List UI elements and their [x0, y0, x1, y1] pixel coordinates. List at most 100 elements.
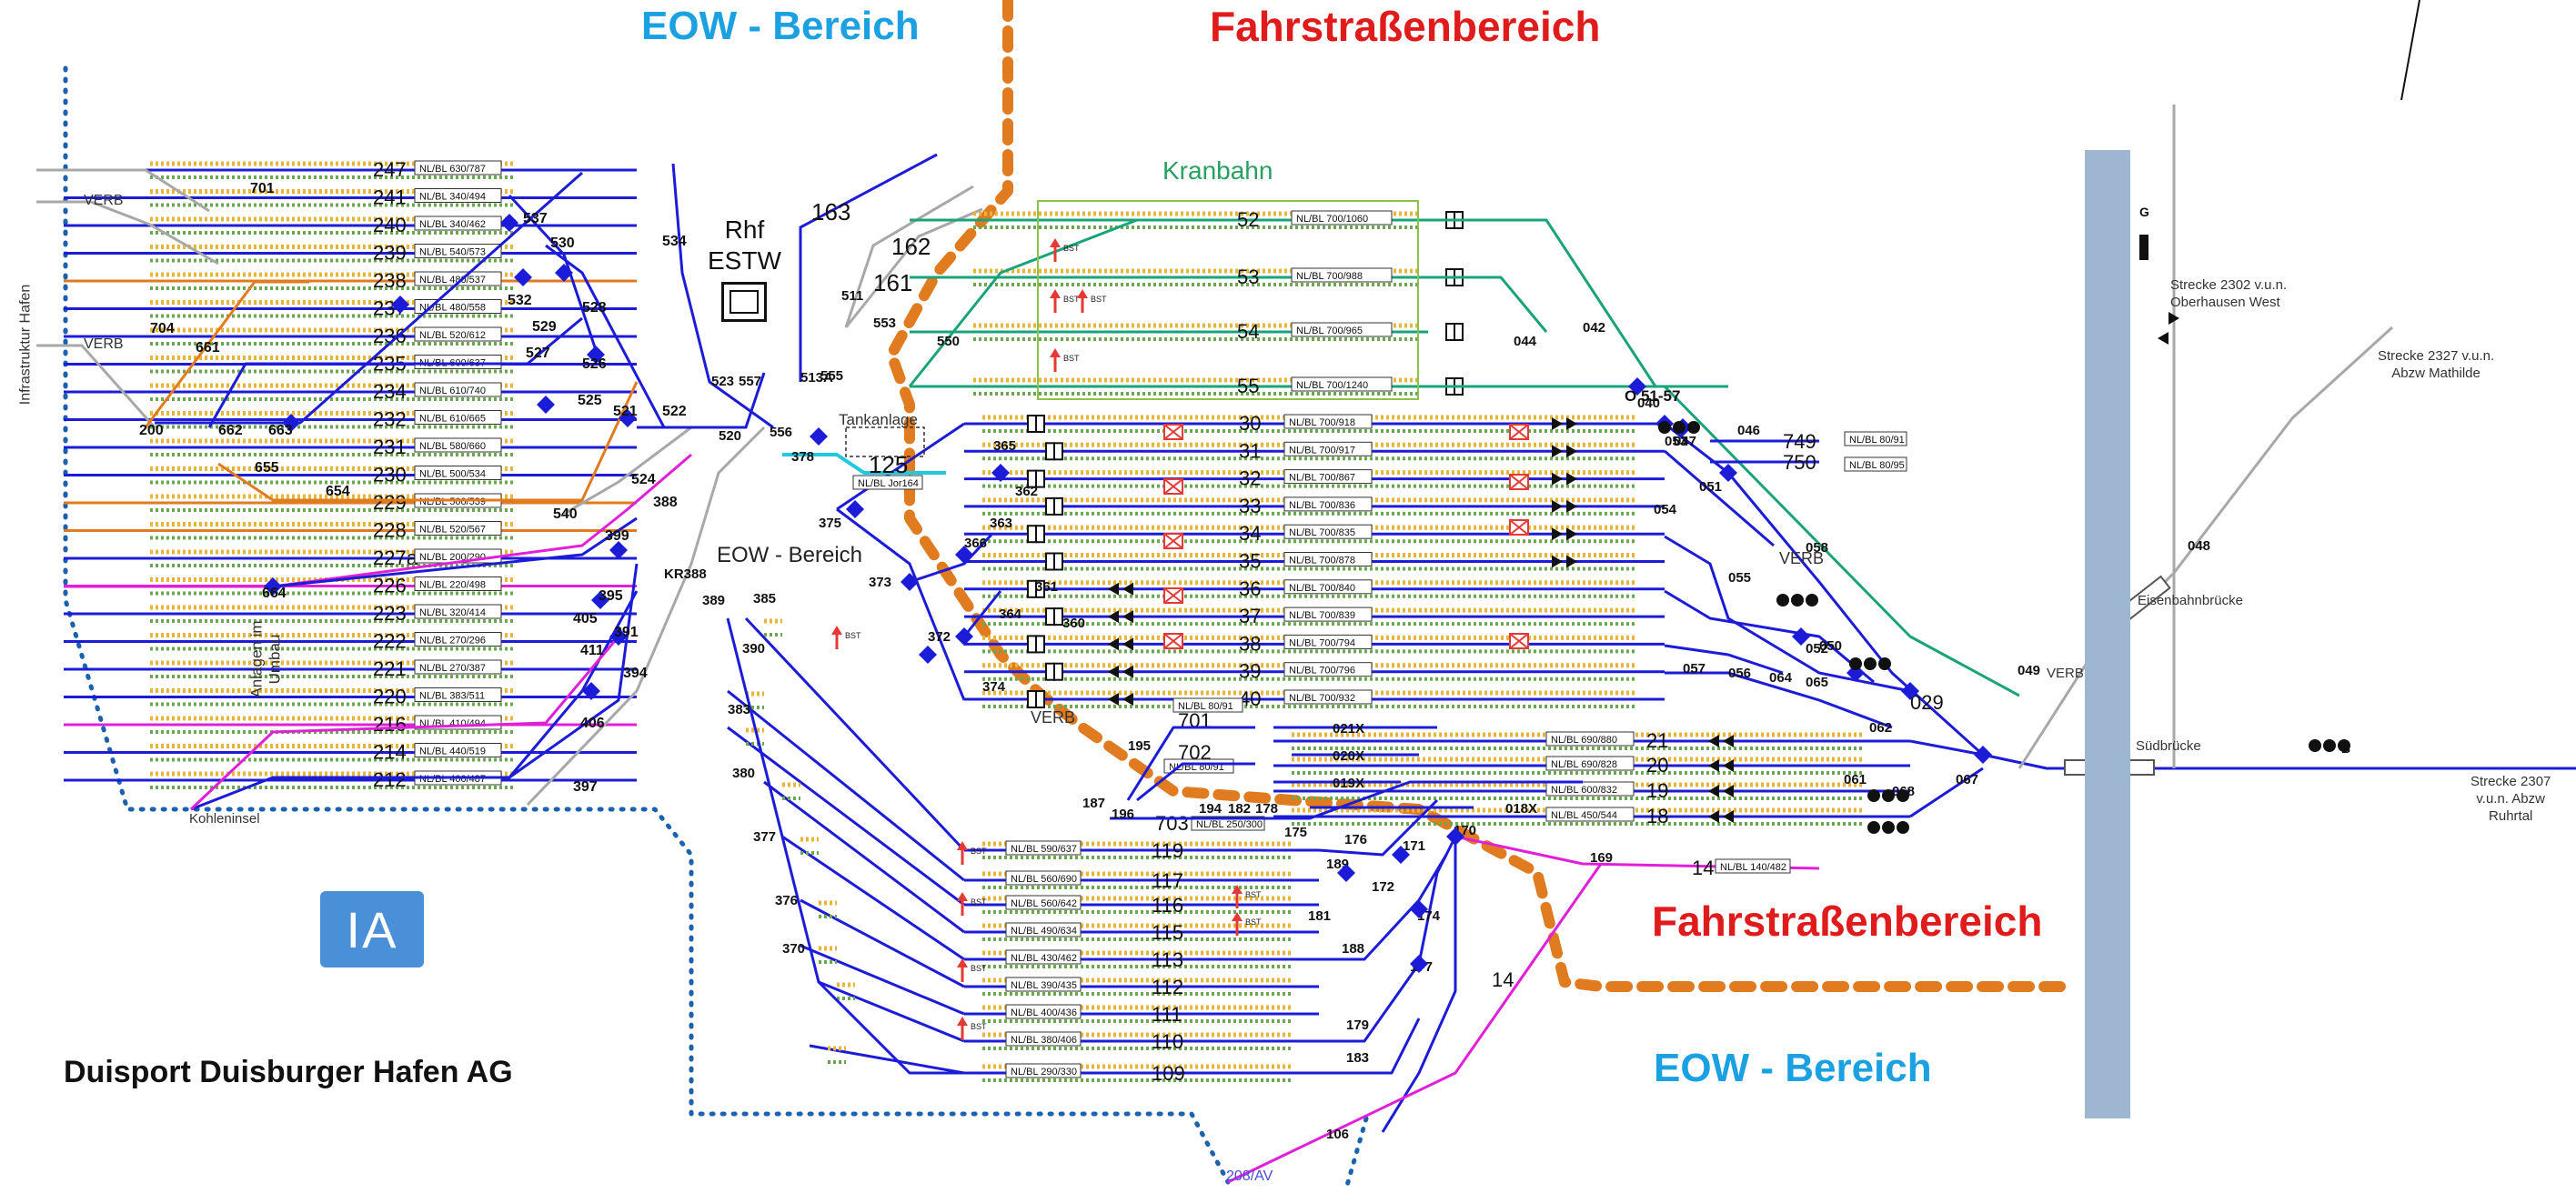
strecke-2302-label: Strecke 2302 v.u.n. Oberhausen West — [2170, 276, 2287, 311]
track-number-227a: 227a — [373, 546, 418, 569]
left-nl-238-box — [414, 271, 502, 286]
switch-number-704: 704 — [150, 321, 175, 336]
strecke-2307-line2: v.u.n. Abzw — [2476, 791, 2545, 807]
center-arrow-b-40 — [1122, 693, 1133, 706]
boundary-eow-blue — [63, 65, 1231, 1185]
bst-arrow-head-2 — [1077, 289, 1088, 298]
left-nl-228-box — [414, 521, 502, 536]
lower-fan-in-0 — [744, 617, 966, 852]
center-nl-31: NL/BL 700/917 — [1289, 445, 1355, 456]
bst-label-10: BST — [971, 1022, 987, 1031]
center-switch-12 — [1392, 846, 1410, 864]
center-switch-5 — [1792, 627, 1810, 646]
center-arrow-36 — [1108, 582, 1119, 596]
track-number-33: 33 — [1239, 495, 1261, 517]
left-nl-227a: NL/BL 200/290 — [419, 552, 486, 563]
track-701 — [1126, 726, 1255, 801]
right-arrow-b-21 — [1723, 735, 1734, 747]
track-number-39: 39 — [1239, 660, 1261, 683]
center-arrow-b-36 — [1122, 582, 1133, 596]
track-702 — [1136, 762, 1255, 802]
switch-number-169: 169 — [1590, 850, 1613, 866]
strecke-2307-line3: Ruhrtal — [2489, 808, 2533, 824]
center-signal-33-b — [1053, 496, 1063, 516]
center-signal-40-b — [1035, 690, 1045, 708]
switch-number-057: 057 — [1683, 661, 1706, 677]
center-arrow-37 — [1108, 610, 1119, 624]
center-switch-4 — [1719, 464, 1737, 482]
left-nl-221: NL/BL 270/387 — [419, 663, 486, 674]
right-merge — [1909, 767, 1984, 818]
left-nl-214-box — [414, 743, 502, 757]
center-nl-30-box — [1283, 414, 1373, 429]
track-number-241: 241 — [373, 186, 407, 209]
lower-right-d — [1319, 1018, 1421, 1075]
switch-number-385: 385 — [753, 591, 776, 607]
track-number-117: 117 — [1152, 869, 1183, 892]
company-name: Duisport Duisburger Hafen AG — [64, 1055, 513, 1089]
kran-nl-53: NL/BL 700/988 — [1296, 271, 1363, 282]
switch-number-019X: 019X — [1333, 776, 1364, 791]
track-number-36: 36 — [1239, 577, 1261, 600]
switch-number-046: 046 — [1737, 423, 1760, 438]
left-nl-223-box — [414, 604, 502, 619]
switch-number-062: 062 — [1869, 720, 1892, 736]
track-number-111: 111 — [1152, 1003, 1182, 1026]
header-fahrstrasse-top: Fahrstraßenbereich — [1210, 3, 1601, 50]
left-blue-ladder-d — [545, 244, 666, 428]
track-number-55: 55 — [1237, 375, 1259, 397]
track-number-115: 115 — [1152, 921, 1183, 944]
switch-number-200: 200 — [139, 423, 164, 438]
switch-number-055: 055 — [1728, 570, 1751, 586]
switch-number-363: 363 — [990, 516, 1012, 531]
switch-number-187: 187 — [1082, 796, 1105, 811]
switch-number-523: 523 — [711, 374, 734, 389]
lower-nl-115: NL/BL 490/634 — [1011, 926, 1077, 937]
switch-number-557: 557 — [739, 374, 761, 389]
bst-arrow-head-10 — [957, 1017, 968, 1026]
wagon-icon-2-0 — [1849, 657, 1862, 670]
track-number-216: 216 — [373, 713, 407, 736]
track-number-21: 21 — [1646, 729, 1668, 752]
switch-number-661: 661 — [196, 340, 220, 356]
wagon-icon-1-1 — [1791, 594, 1804, 607]
wagon-icon-3-0 — [1867, 789, 1880, 802]
switch-number-522: 522 — [662, 404, 687, 419]
switch-number-048: 048 — [2188, 538, 2210, 554]
center-nl-31-box — [1283, 441, 1373, 456]
switch-number-050: 050 — [1819, 638, 1842, 654]
left-nl-214: NL/BL 440/519 — [419, 747, 486, 757]
switch-number-399: 399 — [605, 528, 629, 544]
right-arrow-b-19 — [1723, 785, 1734, 797]
kran-nl-52-box — [1291, 210, 1393, 226]
track-number-230: 230 — [373, 464, 407, 486]
nl-703: NL/BL 250/300 — [1196, 819, 1263, 830]
switch-number-526: 526 — [582, 356, 607, 372]
nl-703-box — [1191, 816, 1265, 831]
track-14-diagonal — [1227, 863, 1603, 1184]
center-arrow-32 — [1552, 472, 1563, 486]
lower-right-b — [1319, 854, 1448, 961]
tankanlage-label: Tankanlage — [839, 411, 918, 428]
blocked-x-b-4 — [1509, 474, 1529, 490]
strecke-2307-label: Strecke 2307 v.u.n. Abzw Ruhrtal — [2470, 773, 2551, 825]
switch-number-654: 654 — [326, 484, 350, 499]
wagon-icon-3-2 — [1897, 789, 1909, 802]
switch-number-525: 525 — [578, 393, 602, 408]
kranbahn-label: Kranbahn — [1162, 156, 1273, 185]
track-number-37: 37 — [1239, 605, 1261, 627]
river-rhine — [2085, 150, 2130, 1118]
lower-fan-in-6 — [800, 944, 965, 1016]
center-arrow-b-30 — [1566, 417, 1577, 430]
left-switch-10 — [609, 627, 628, 646]
left-orange-ladder-b — [217, 381, 639, 502]
right-arrow-19 — [1708, 785, 1719, 797]
bst-arrow-head-6 — [957, 892, 968, 901]
verb-label-2: VERB — [84, 336, 124, 352]
switch-number-391: 391 — [614, 625, 639, 640]
center-signal-30-b — [1035, 415, 1045, 433]
b-label: B — [2341, 741, 2350, 756]
center-signal-36-b — [1035, 579, 1045, 598]
nl-750-box — [1844, 456, 1907, 472]
track-163 — [799, 153, 938, 382]
